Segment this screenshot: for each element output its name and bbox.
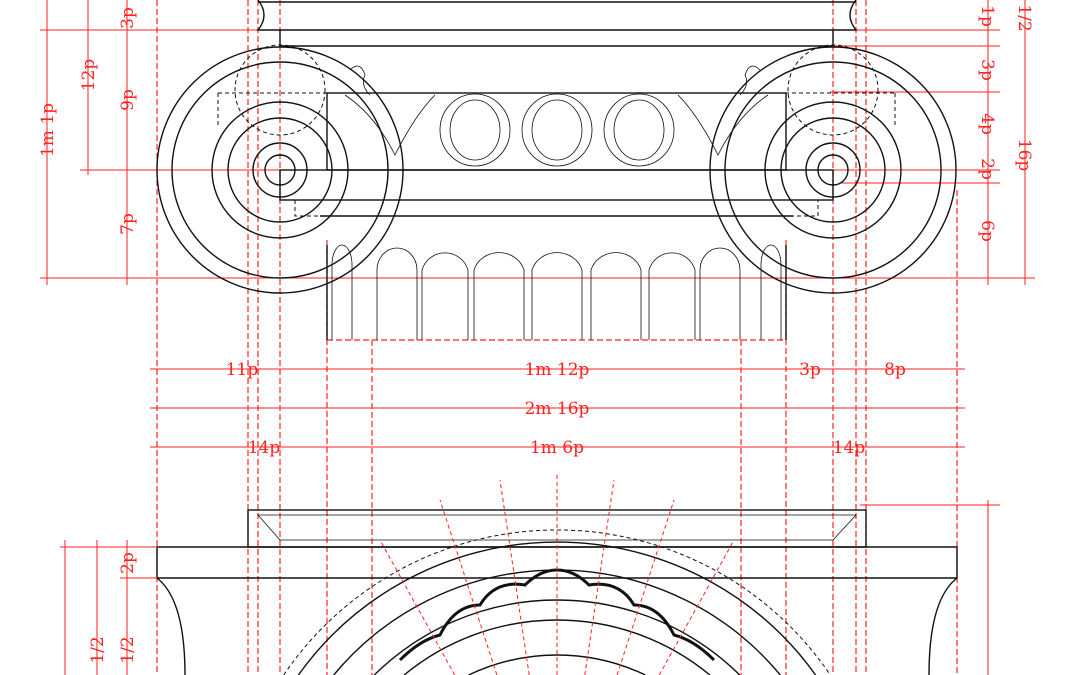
- dim-right-d: 2p: [977, 158, 997, 180]
- dim-bottom-half-a: 1/2: [88, 636, 108, 663]
- plan-ring: [403, 619, 711, 675]
- plan-ring-outer-dashed: [283, 529, 831, 675]
- dim-bottom-half-b: 1/2: [118, 636, 138, 663]
- dim-bottom-2p: 2p: [118, 552, 138, 574]
- egg-and-dart: [344, 65, 769, 167]
- dim-right-a: 1p: [977, 5, 997, 27]
- dim-3p: 3p: [799, 360, 821, 380]
- radial-guides: [379, 475, 735, 675]
- dim-1m6p: 1m 6p: [530, 438, 584, 458]
- dim-right-half: 1/2: [1014, 4, 1034, 31]
- plan: [156, 475, 958, 675]
- dim-1m12p: 1m 12p: [525, 360, 590, 380]
- dim-left-total: 1m 1p: [38, 103, 58, 157]
- elevation: [156, 0, 957, 340]
- dim-right-total: 16p: [1014, 139, 1034, 172]
- plan-ring: [373, 599, 741, 675]
- dim-14p-right: 14p: [833, 438, 866, 458]
- dim-right-c: 4p: [977, 113, 997, 135]
- volute-right: [709, 44, 957, 294]
- flutes: [326, 244, 787, 340]
- plan-ring: [297, 541, 817, 675]
- dim-left-top: 3p: [118, 7, 138, 29]
- dim-8p: 8p: [884, 360, 906, 380]
- dim-right-b: 3p: [977, 59, 997, 81]
- dim-left-low: 7p: [118, 213, 138, 235]
- dim-left-upper: 12p: [79, 59, 99, 92]
- dim-left-mid: 9p: [118, 89, 138, 111]
- dim-2m16p: 2m 16p: [525, 399, 590, 419]
- dim-11p: 11p: [226, 360, 259, 380]
- dimension-labels: 11p 1m 12p 3p 8p 2m 16p 14p 1m 6p 14p 1m…: [38, 4, 1034, 663]
- plan-ring: [468, 654, 646, 675]
- volute-left: [156, 44, 404, 294]
- dim-right-e: 6p: [977, 220, 997, 242]
- dim-14p-left: 14p: [248, 438, 281, 458]
- dimension-lines: [46, 0, 1026, 675]
